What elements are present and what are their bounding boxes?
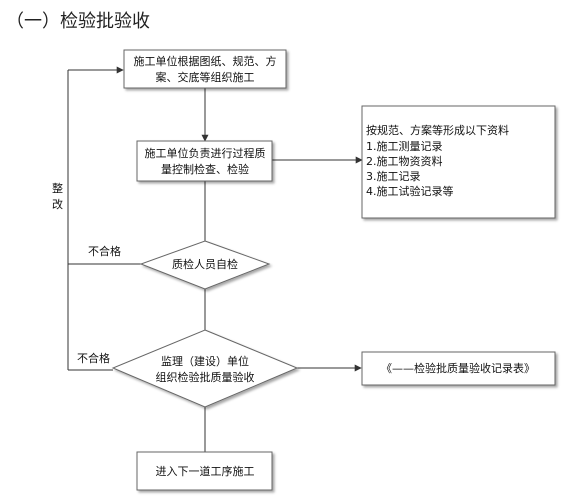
records-note-item-4: 4.施工试验记录等 [366,184,454,198]
node-supervision-check-line-2: 组织检验批质量验收 [156,370,255,384]
fail-label-1: 不合格 [88,244,121,258]
records-note-heading: 按规范、方案等形成以下资料 [366,123,509,137]
node-records-note: 按规范、方案等形成以下资料 1.施工测量记录 2.施工物资资料 3.施工记录 4… [361,105,556,219]
node-construct-org-line-2: 案、交底等组织施工 [156,70,255,84]
fail-label-2: 不合格 [77,351,110,365]
node-record-form-label: 《——检验批质量验收记录表》 [381,361,535,375]
node-process-control-line-2: 量控制检查、检验 [161,162,249,176]
node-construct-org: 施工单位根据图纸、规范、方 案、交底等组织施工 [123,49,287,89]
node-record-form: 《——检验批质量验收记录表》 [361,351,556,386]
node-next-process: 进入下一道工序施工 [136,451,273,491]
rectify-label-char-1: 整 [52,181,63,195]
records-note-item-3: 3.施工记录 [366,170,421,183]
node-process-control: 施工单位负责进行过程质 量控制检查、检验 [136,140,273,182]
node-inspector-check: 质检人员自检 [139,240,271,290]
node-supervision-check: 监理（建设）单位 组织检验批质量验收 [111,329,299,408]
node-inspector-check-label: 质检人员自检 [172,257,238,271]
records-note-item-1: 1.施工测量记录 [366,140,443,153]
records-note-item-2: 2.施工物资资料 [366,154,443,168]
page-title: （一）检验批验收 [6,11,150,32]
node-process-control-line-1: 施工单位负责进行过程质 [145,146,266,160]
node-supervision-check-line-1: 监理（建设）单位 [161,354,249,368]
connectors [67,66,363,452]
node-next-process-label: 进入下一道工序施工 [156,464,255,478]
node-construct-org-line-1: 施工单位根据图纸、规范、方 [134,54,277,68]
rectify-label-char-2: 改 [52,197,63,211]
